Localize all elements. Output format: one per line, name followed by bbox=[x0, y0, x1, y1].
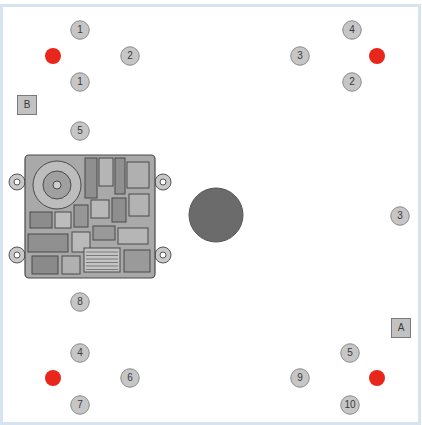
callout-number: 8 bbox=[77, 296, 83, 308]
callout-number: 3 bbox=[397, 210, 403, 222]
controller-hub bbox=[9, 155, 171, 278]
callout-number: 7 bbox=[77, 399, 83, 411]
callout-number: 5 bbox=[347, 347, 353, 359]
callout-circle: 2 bbox=[120, 46, 140, 66]
callout-circle: 1 bbox=[70, 72, 90, 92]
red-dot bbox=[369, 48, 385, 64]
callout-number: 5 bbox=[77, 125, 83, 137]
callout-circle: 1 bbox=[70, 20, 90, 40]
callout-circle: 4 bbox=[342, 20, 362, 40]
callout-circle: 4 bbox=[70, 343, 90, 363]
callout-circle: 3 bbox=[290, 46, 310, 66]
callout-circle: 6 bbox=[120, 368, 140, 388]
callout-circle: 9 bbox=[290, 368, 310, 388]
field-border bbox=[2, 6, 420, 424]
callout-number: 1 bbox=[77, 76, 83, 88]
callout-number: 6 bbox=[127, 372, 133, 384]
callout-number: 10 bbox=[344, 399, 355, 411]
callout-number: 4 bbox=[349, 24, 355, 36]
callout-number: 1 bbox=[77, 24, 83, 36]
callout-number: B bbox=[24, 99, 31, 111]
callout-circle: 7 bbox=[70, 395, 90, 415]
red-dot bbox=[45, 48, 61, 64]
callout-circle: 10 bbox=[340, 395, 360, 415]
callout-number: 2 bbox=[349, 76, 355, 88]
callout-circle: 5 bbox=[70, 121, 90, 141]
callout-circle: 2 bbox=[342, 72, 362, 92]
callout-number: 2 bbox=[127, 50, 133, 62]
callout-number: 3 bbox=[297, 50, 303, 62]
callout-circle: 5 bbox=[340, 343, 360, 363]
callout-number: 9 bbox=[297, 372, 303, 384]
red-dot bbox=[45, 370, 61, 386]
marker-square: B bbox=[17, 95, 37, 115]
red-markers bbox=[45, 48, 385, 386]
callout-number: A bbox=[398, 322, 405, 334]
callout-circle: 3 bbox=[390, 206, 410, 226]
center-disc bbox=[189, 188, 243, 242]
red-dot bbox=[369, 370, 385, 386]
callout-circle: 8 bbox=[70, 292, 90, 312]
callout-number: 4 bbox=[77, 347, 83, 359]
marker-square: A bbox=[391, 318, 411, 338]
